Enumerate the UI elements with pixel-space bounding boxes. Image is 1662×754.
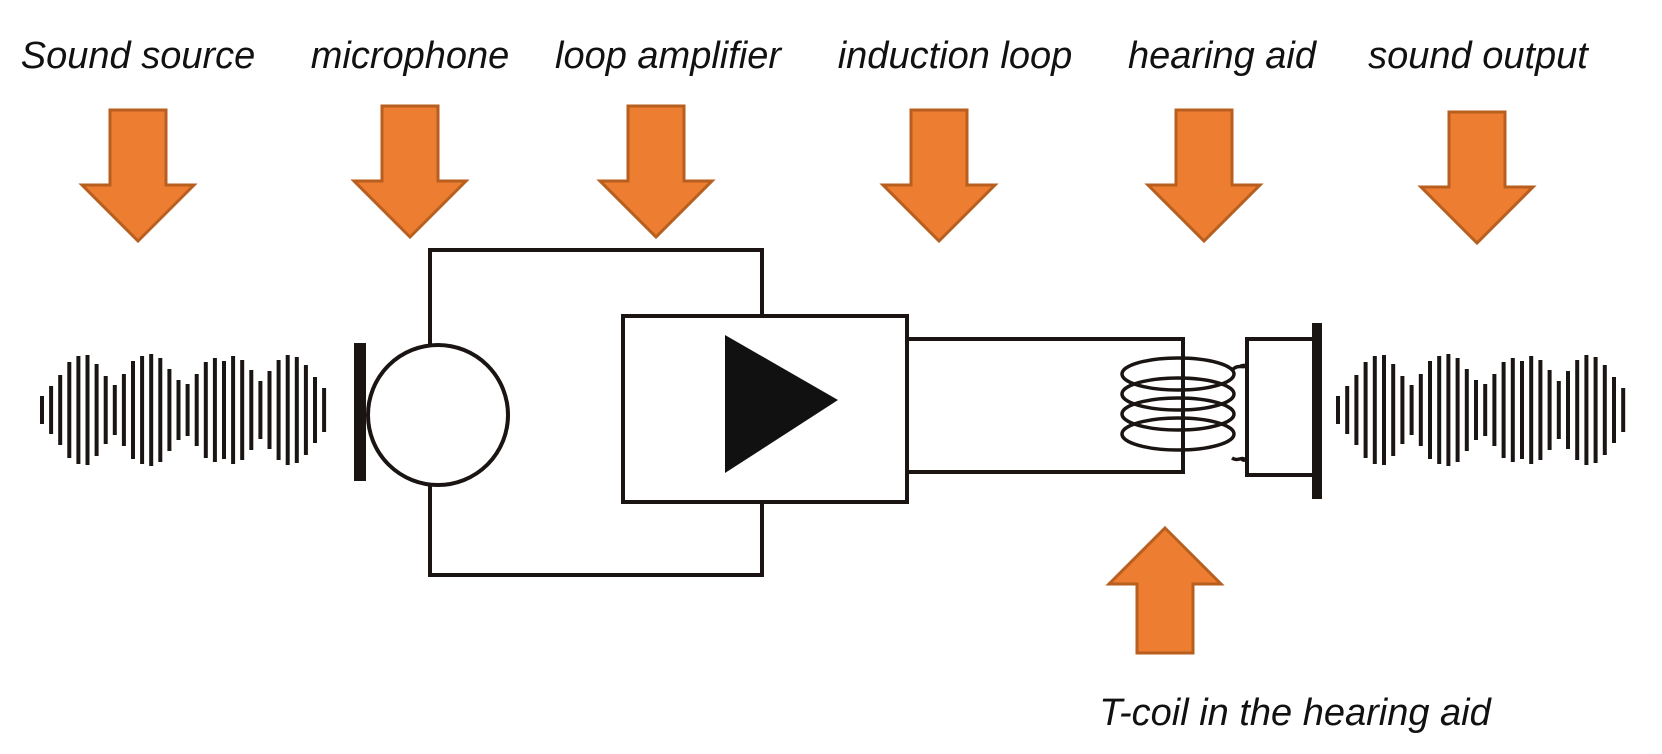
tcoil-turn bbox=[1120, 376, 1236, 412]
microphone-body bbox=[366, 343, 510, 487]
arrows-group bbox=[78, 104, 1537, 655]
label-sound-source: Sound source bbox=[21, 35, 256, 77]
label-induction-loop: induction loop bbox=[838, 35, 1073, 77]
arrow-down-induction-loop bbox=[879, 108, 999, 244]
microphone-symbol bbox=[354, 343, 510, 487]
sound-wave-output bbox=[1336, 354, 1626, 466]
wire-bottom bbox=[428, 485, 764, 577]
hearing-aid-receiver bbox=[1245, 323, 1322, 499]
receiver-box bbox=[1245, 337, 1317, 477]
induction-loop-wire bbox=[905, 337, 1185, 474]
label-hearing-aid: hearing aid bbox=[1128, 35, 1318, 77]
arrow-down-sound-output bbox=[1417, 110, 1537, 246]
receiver-diaphragm bbox=[1312, 323, 1322, 499]
tcoil-lead-top bbox=[1230, 363, 1248, 372]
arrow-down-loop-amplifier bbox=[596, 104, 716, 240]
amplifier-triangle bbox=[725, 335, 838, 473]
tcoil-turn bbox=[1120, 396, 1236, 432]
induction-loop-symbol bbox=[905, 337, 1185, 474]
label-microphone: microphone bbox=[311, 35, 510, 77]
tcoil-symbol bbox=[1120, 356, 1249, 462]
label-tcoil: T-coil in the hearing aid bbox=[1099, 692, 1492, 734]
tcoil-turn bbox=[1120, 416, 1236, 452]
tcoil-lead-bottom bbox=[1231, 456, 1249, 462]
tcoil-turn bbox=[1120, 356, 1236, 392]
arrow-down-microphone bbox=[350, 104, 470, 240]
label-sound-output: sound output bbox=[1368, 35, 1589, 77]
arrow-up-tcoil bbox=[1105, 525, 1225, 655]
wire-top bbox=[428, 248, 764, 345]
arrow-down-sound-source bbox=[78, 108, 198, 244]
microphone-diaphragm bbox=[354, 343, 366, 481]
amplifier-symbol bbox=[621, 314, 909, 504]
arrow-down-hearing-aid bbox=[1144, 108, 1264, 244]
label-loop-amplifier: loop amplifier bbox=[555, 35, 782, 77]
sound-wave-input bbox=[40, 354, 327, 466]
